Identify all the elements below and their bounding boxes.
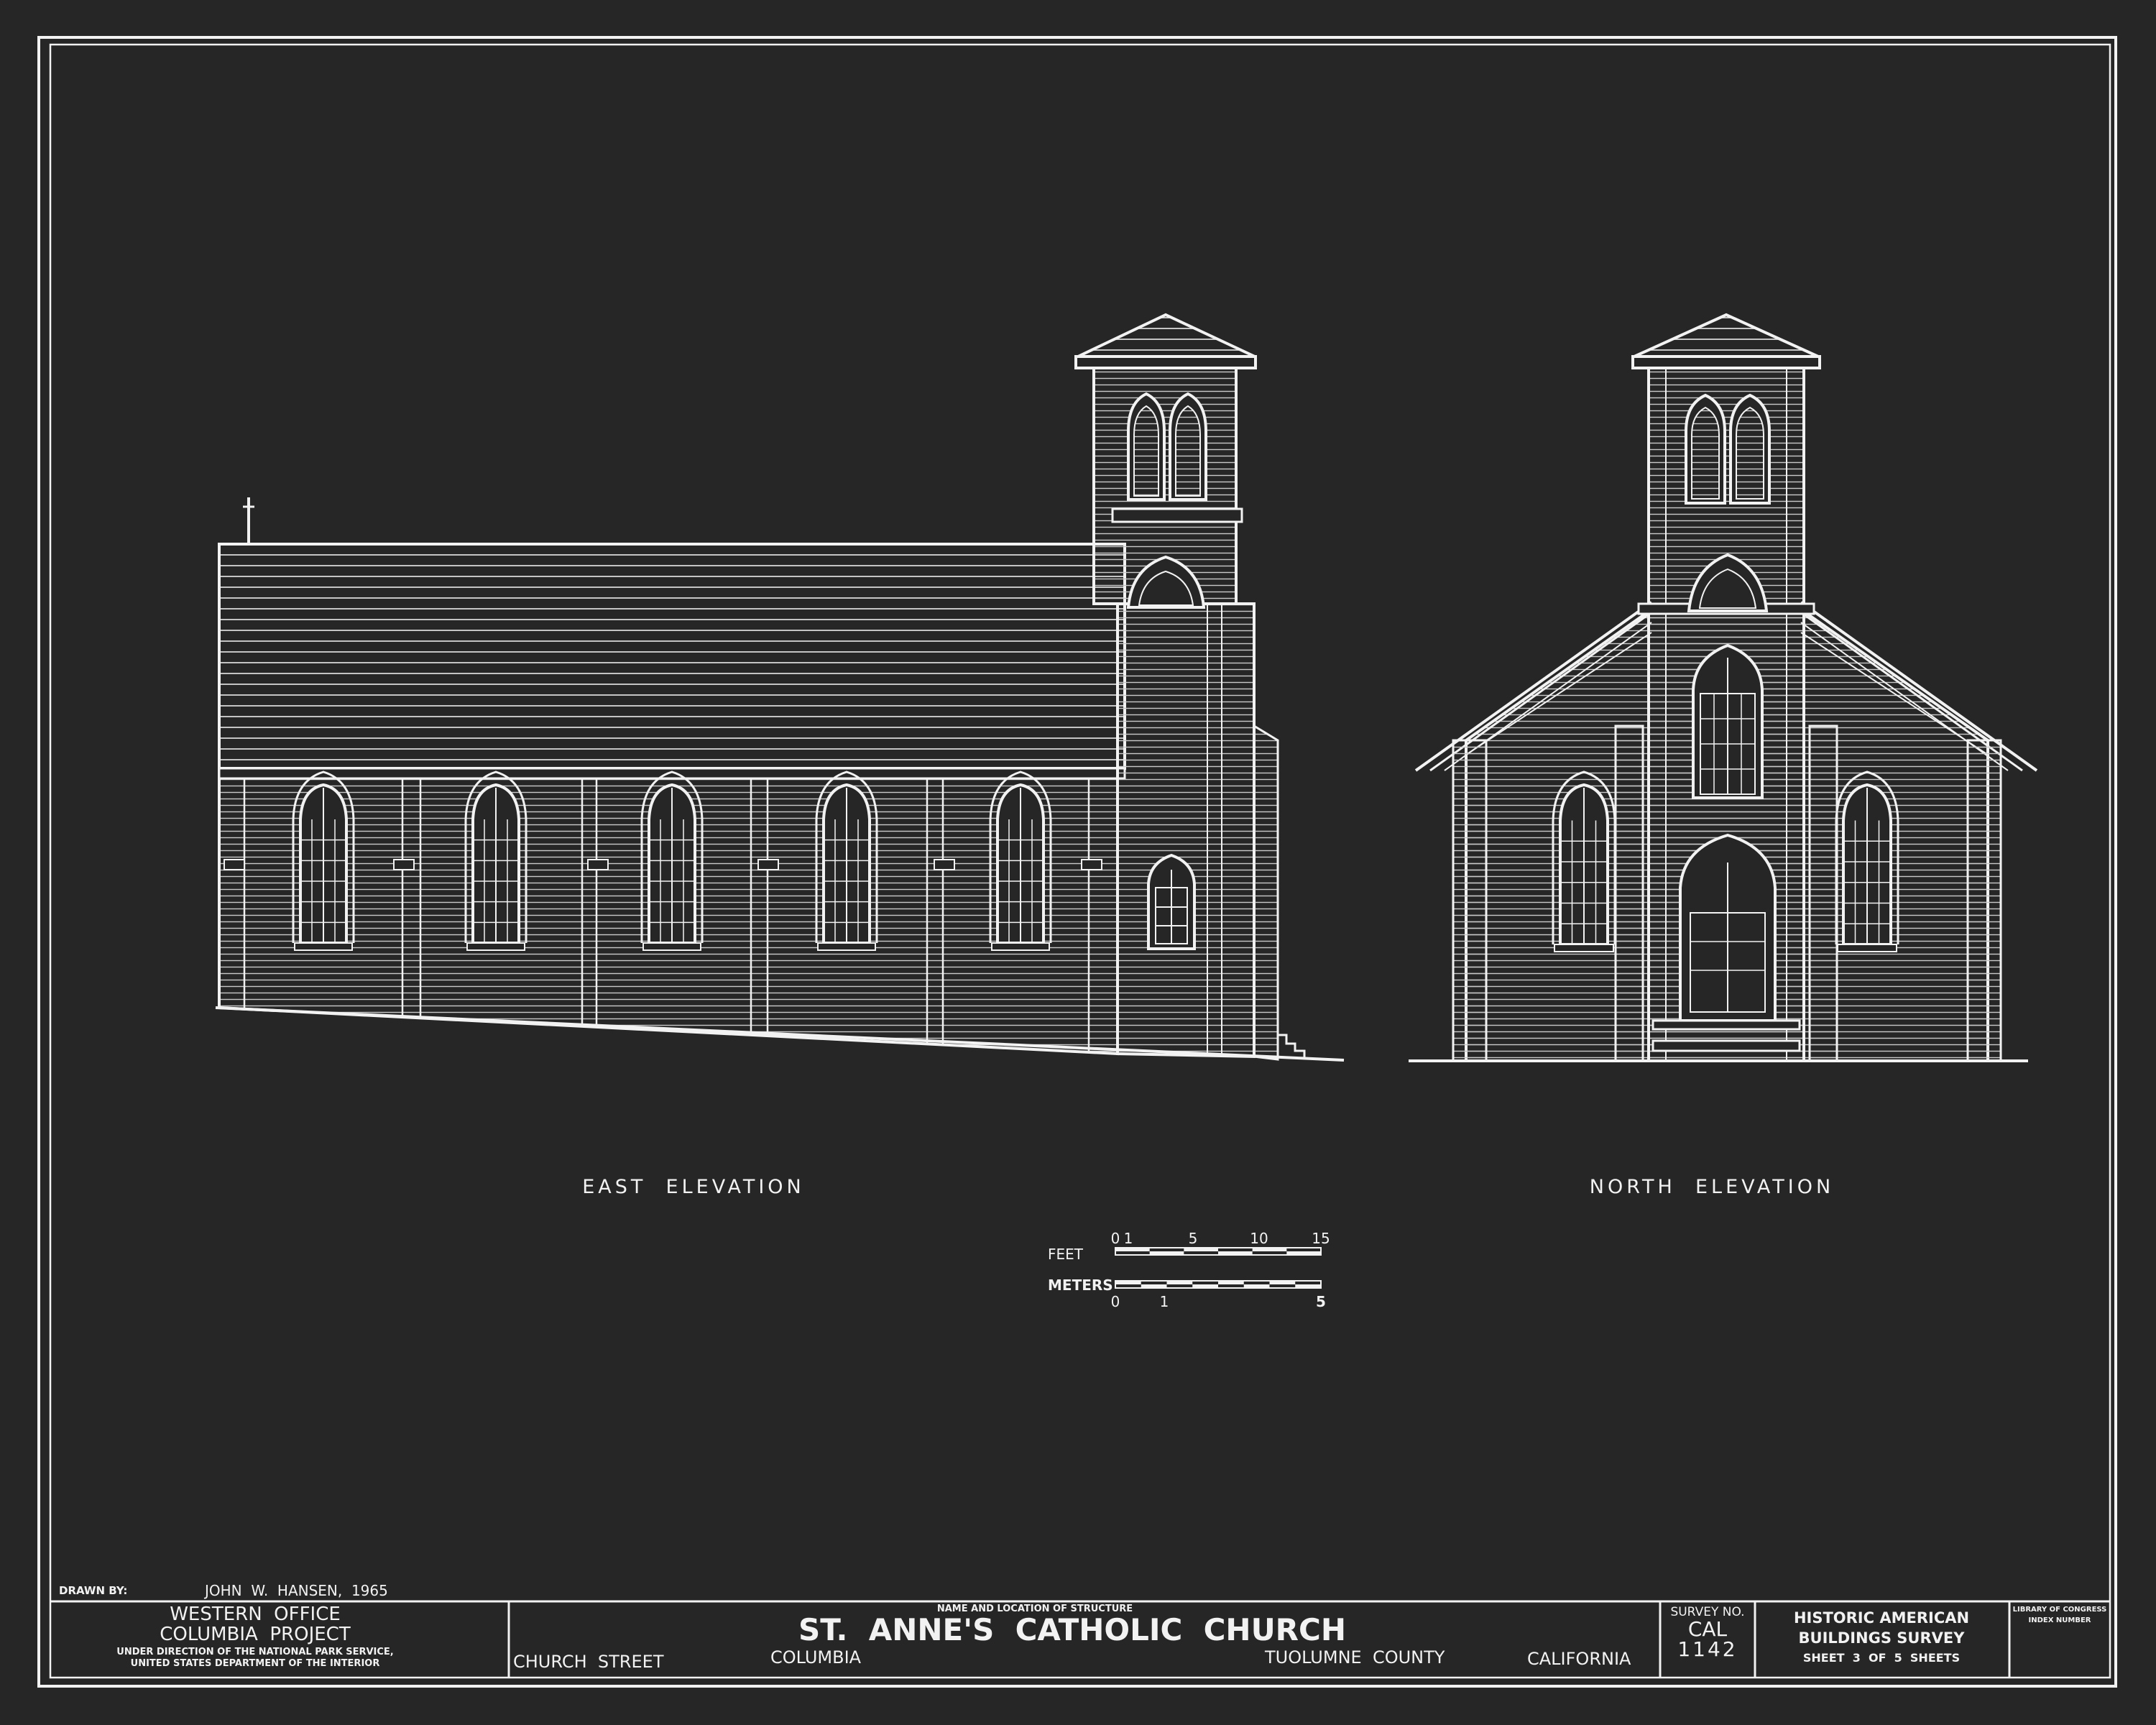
east-window-3 <box>640 770 704 951</box>
feet-label: FEET <box>1048 1246 1084 1263</box>
feet-tick-1: 1 <box>1124 1230 1133 1247</box>
survey-number-label: SURVEY NO. <box>1670 1605 1744 1619</box>
office-direction: UNDER DIRECTION OF THE NATIONAL PARK SER… <box>116 1647 393 1657</box>
east-window-1 <box>292 770 355 951</box>
north-elevation-label: NORTH ELEVATION <box>1590 1176 1834 1198</box>
loc-line1: LIBRARY OF CONGRESS <box>2013 1606 2107 1614</box>
meters-scale-bar <box>1115 1280 1322 1289</box>
city-location: COLUMBIA <box>770 1647 862 1668</box>
feet-tick-5: 5 <box>1189 1230 1198 1247</box>
east-pilaster-band <box>587 859 609 870</box>
meters-tick-5: 5 <box>1316 1293 1326 1310</box>
east-pilaster-band <box>224 859 245 870</box>
drawn-by-name: JOHN W. HANSEN, 1965 <box>203 1582 388 1599</box>
east-elevation-drawing <box>215 313 1345 1062</box>
habs-line2: BUILDINGS SURVEY <box>1799 1629 1966 1647</box>
loc-line2: INDEX NUMBER <box>2028 1616 2091 1624</box>
title-block: DRAWN BY: JOHN W. HANSEN, 1965 WESTERN O… <box>50 1582 2110 1678</box>
east-window-4 <box>815 770 878 951</box>
project-name: COLUMBIA PROJECT <box>160 1624 351 1645</box>
east-pilaster-band <box>934 859 955 870</box>
sheet-number: SHEET 3 OF 5 SHEETS <box>1803 1651 1960 1665</box>
structure-name: ST. ANNE'S CATHOLIC CHURCH <box>798 1612 1346 1647</box>
north-window-left <box>1552 770 1616 952</box>
feet-tick-15: 15 <box>1312 1230 1330 1247</box>
state-location: CALIFORNIA <box>1527 1649 1631 1669</box>
street-location: CHURCH STREET <box>513 1652 664 1672</box>
east-nave-roof <box>218 543 1126 770</box>
east-pilaster-band <box>1081 859 1102 870</box>
east-window-2 <box>464 770 528 951</box>
county-location: TUOLUMNE COUNTY <box>1264 1647 1445 1668</box>
survey-number: 1142 <box>1677 1637 1737 1661</box>
east-pilaster-band <box>393 859 415 870</box>
north-elevation-drawing <box>1409 313 2038 1062</box>
habs-line1: HISTORIC AMERICAN <box>1794 1609 1969 1627</box>
meters-label: METERS <box>1048 1276 1113 1294</box>
office-name: WESTERN OFFICE <box>170 1604 341 1625</box>
north-window-right <box>1835 770 1899 952</box>
north-spire-roof <box>1634 313 1819 358</box>
east-pilaster-band <box>757 859 779 870</box>
outer-border <box>37 36 2117 1688</box>
east-spire-roof <box>1077 313 1256 358</box>
meters-tick-0: 0 <box>1111 1293 1120 1310</box>
drawn-by-label: DRAWN BY: <box>59 1584 127 1597</box>
structure-caption: NAME AND LOCATION OF STRUCTURE <box>937 1604 1133 1614</box>
survey-number-prefix: CAL <box>1688 1617 1728 1641</box>
east-window-5 <box>989 770 1052 951</box>
inner-border <box>49 43 2111 1679</box>
feet-tick-10: 10 <box>1250 1230 1268 1247</box>
east-elevation-label: EAST ELEVATION <box>582 1176 805 1198</box>
graphic-scale: FEET 0 1 5 10 15 METERS 0 1 5 <box>1048 1230 1330 1310</box>
office-department: UNITED STATES DEPARTMENT OF THE INTERIOR <box>131 1658 380 1669</box>
meters-tick-1: 1 <box>1160 1293 1169 1310</box>
east-tower-lower <box>1116 602 1256 1059</box>
feet-tick-0: 0 <box>1111 1230 1120 1247</box>
feet-scale-bar <box>1115 1247 1322 1256</box>
